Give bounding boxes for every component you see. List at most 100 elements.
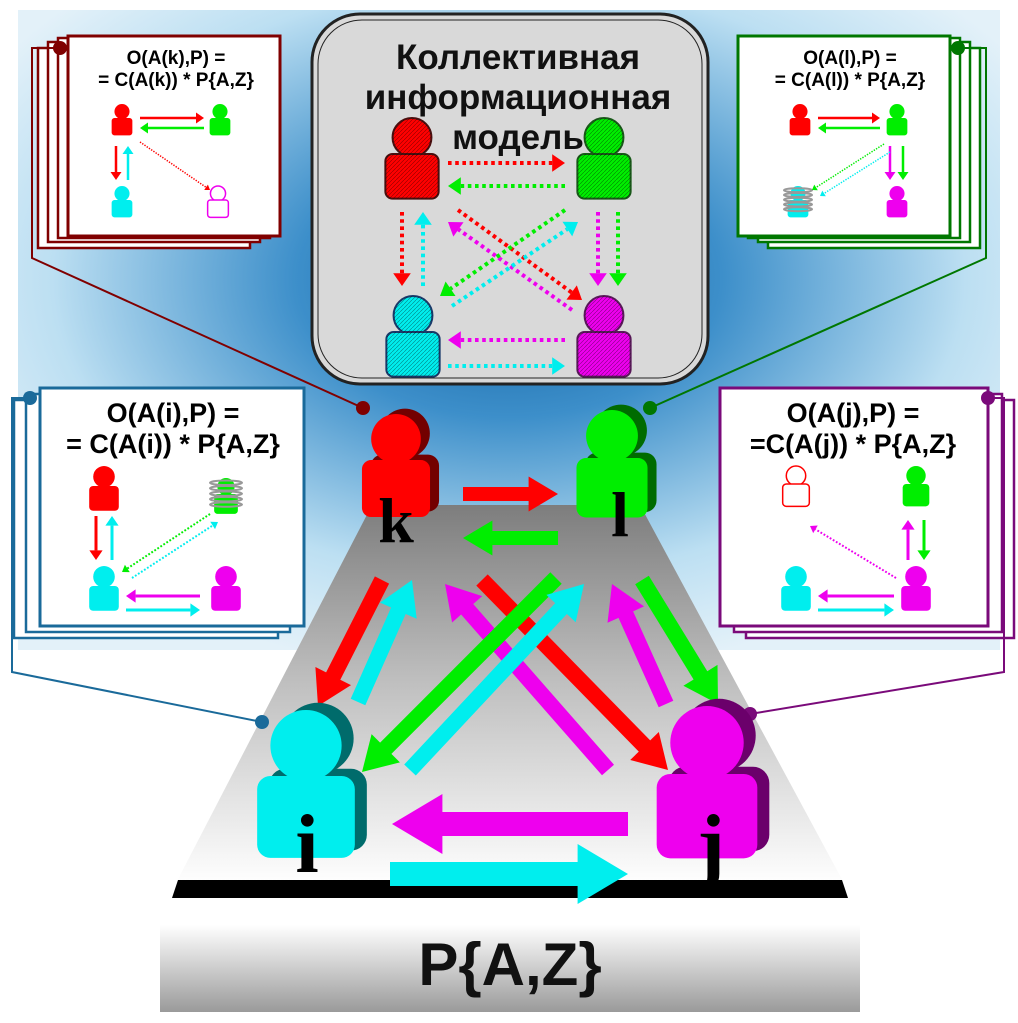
panel-i-person-i-head: [93, 566, 115, 588]
panel-k-person-k-head: [114, 104, 130, 120]
panel-k-person-l-body: [209, 118, 231, 136]
agent-j-head: [670, 706, 744, 780]
model-arrow-j-to-k-shaft: [457, 227, 574, 312]
panel-j-person-l: [902, 466, 930, 507]
model-arrow-k-to-j-head: [566, 285, 582, 300]
panel-k-arrow-l-to-k-head: [140, 122, 148, 134]
model-arrow-j-to-l-head: [589, 273, 607, 286]
panel-j-line-1: O(A(j),P) =: [786, 398, 920, 428]
panel-l-arrow-l-to-k: [818, 122, 880, 134]
agent-j: [656, 698, 770, 859]
model-title-line-1: Коллективная: [395, 38, 641, 77]
panel-k-line-1: O(A(k),P) =: [126, 48, 226, 69]
panel-i-arrow-k-to-i: [89, 516, 103, 560]
panel-i-arrow-j-to-i: [126, 589, 200, 603]
collective-model-box-inner: [317, 19, 703, 379]
panel-j-arrow-l-to-j: [917, 520, 931, 560]
connector-l: [649, 47, 987, 409]
panel-j-arrow-i-to-j: [818, 603, 894, 617]
panel-k-formula: O(A(k),P) = = C(A(k)) * P{A,Z}: [70, 48, 282, 92]
model-arrow-j-to-i-head: [448, 331, 461, 349]
model-arrow-l-to-j-head: [609, 273, 627, 286]
big-arrow-l-to-k: [463, 520, 558, 556]
panel-k-arrow-k-to-j: [139, 141, 210, 191]
panel-j-person-i-head: [785, 566, 807, 588]
model-persons: [384, 117, 632, 378]
panel-j-arrow-l-to-j-head: [917, 550, 931, 560]
model-arrow-l-to-i-head: [440, 281, 456, 296]
panel-j-person-j-head: [905, 566, 927, 588]
agent-l-head: [586, 410, 638, 462]
panel-i-person-i-body: [89, 586, 119, 611]
panel-i-line-2: = C(A(i)) * P{A,Z}: [66, 429, 280, 460]
model-title-line-3: модель: [452, 118, 584, 157]
panel-k-person-j-head: [209, 185, 227, 202]
model-arrow-k-to-i-head: [393, 273, 411, 286]
model-arrow-i-to-k-head: [414, 212, 432, 225]
panel-l-arrow-i-to-l-head: [820, 190, 826, 197]
panel-i-arrow-i-to-l-shaft: [131, 524, 214, 579]
model-arrow-l-to-j: [609, 212, 627, 286]
panel-l-arrow-k-to-l-head: [872, 112, 880, 124]
panel-j: [718, 386, 1016, 640]
model-arrow-k-to-l-head: [552, 154, 565, 172]
panel-l-frame: [736, 34, 952, 238]
panel-k-arrow-i-to-k-head: [122, 146, 134, 154]
panel-i-arrow-i-to-l-head: [210, 521, 218, 530]
panel-l-formula: O(A(l),P) = = C(A(l)) * P{A,Z}: [744, 48, 956, 92]
panel-l-arrow-j-to-l-head: [884, 172, 896, 180]
panel-j-arrow-j-to-i: [818, 589, 894, 603]
panel-l-arrow-i-to-l: [820, 151, 891, 197]
connector-i-panel-dot: [23, 391, 37, 405]
agent-l: [576, 404, 657, 518]
panel-k-person-i-head: [114, 186, 130, 202]
agent-j-body: [656, 774, 758, 859]
big-arrow-k-to-j: [476, 574, 668, 770]
model-arrow-l-to-k-head: [448, 177, 461, 195]
panel-l-line-2: = C(A(l)) * P{A,Z}: [774, 69, 926, 91]
panel-l-person-j: [886, 186, 908, 218]
panel-l-person-k-body: [789, 118, 811, 136]
big-arrows: [315, 476, 718, 904]
panel-j-arrow-j-to-k-shaft: [814, 528, 897, 579]
panel-k-person-l: [209, 104, 231, 136]
big-arrow-i-to-k: [350, 580, 417, 706]
panel-l-arrow-k-to-l: [818, 112, 880, 124]
panel-j-person-l-body: [902, 484, 930, 507]
panel-k-arrow-k-to-l: [140, 112, 204, 124]
panel-i-person-j-body: [211, 586, 241, 611]
panel-j-arrow-j-to-l: [901, 520, 915, 560]
connector-l-panel-dot: [951, 41, 965, 55]
panel-l-arrow-l-to-i-head: [812, 184, 818, 191]
model-title: Коллективная информационная модель: [318, 38, 718, 158]
panel-l-line-1: O(A(l),P) =: [803, 48, 897, 69]
panel-i-person-j: [211, 566, 241, 611]
big-arrow-k-to-i: [315, 576, 390, 706]
model-arrow-k-to-l: [448, 154, 565, 172]
panel-j-person-k-head: [785, 465, 807, 487]
panel-l-person-l: [886, 104, 908, 136]
model-arrow-j-to-k: [448, 222, 574, 312]
model-arrow-j-to-k-head: [448, 222, 464, 237]
panel-l-person-j-head: [889, 186, 905, 202]
panel-l-person-k-head: [792, 104, 808, 120]
model-person-i: [385, 295, 441, 378]
panel-l-person-l-body: [886, 118, 908, 136]
agent-l-letter: l: [611, 479, 629, 550]
panel-l-person-j-body: [886, 200, 908, 218]
model-arrow-l-to-k: [448, 177, 565, 195]
panel-i-arrow-i-to-k: [105, 516, 119, 560]
panel-k-arrow-l-to-k: [140, 122, 204, 134]
agents: [257, 404, 770, 859]
base-slab: [160, 925, 860, 1012]
panel-i: [12, 386, 306, 640]
panel-j-person-i: [781, 566, 811, 611]
panel-j-frame: [718, 386, 990, 628]
model-arrow-i-to-l: [450, 221, 578, 308]
panel-j-formula: O(A(j),P) = =C(A(j)) * P{A,Z}: [722, 398, 984, 460]
connector-l-dot: [643, 401, 657, 415]
connector-j-panel-dot: [981, 391, 995, 405]
agent-i-head: [270, 710, 342, 782]
panel-j-person-i-body: [781, 586, 811, 611]
panel-l-arrow-l-to-j: [897, 146, 909, 180]
